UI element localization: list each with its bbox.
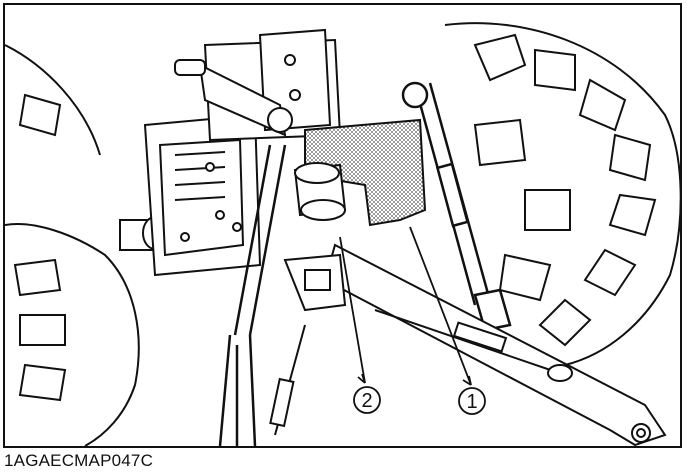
diagram-frame: 1 2	[3, 3, 682, 448]
rear-tire	[444, 22, 680, 366]
callout-2-label: 2	[361, 390, 372, 412]
left-tire	[5, 44, 140, 446]
leader-lines	[339, 226, 472, 386]
drawbar-bracket	[283, 253, 347, 312]
figure-code: 1AGAECMAP047C	[4, 451, 154, 470]
callout-1: 1	[458, 387, 486, 415]
top-link-bracket	[174, 28, 342, 142]
stabilizer-turnbuckle	[269, 309, 573, 436]
tractor-linkage-illustration: 1 2	[5, 22, 680, 446]
callout-1-label: 1	[466, 391, 477, 413]
left-lift-rod	[218, 144, 287, 446]
rear-axle-housing	[119, 113, 262, 277]
pto-shaft	[293, 162, 347, 221]
callout-2: 2	[353, 386, 381, 414]
right-lift-rod	[401, 81, 512, 332]
